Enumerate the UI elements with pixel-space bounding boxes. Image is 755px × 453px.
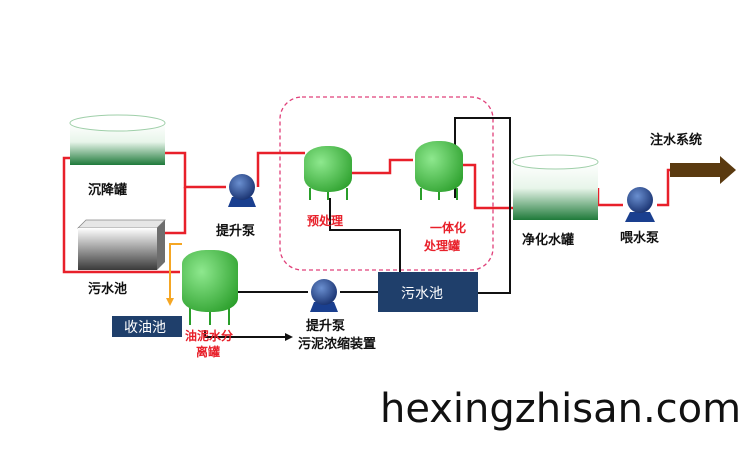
lift-pump-top: [228, 174, 256, 207]
oil-tank-label: 收油池: [124, 320, 166, 336]
injection-arrow: [670, 156, 736, 184]
clean-water-tank: [512, 154, 599, 220]
sludge-device-label: 污泥浓缩装置: [298, 336, 376, 352]
settling-tank-label: 沉降罐: [88, 182, 127, 198]
lift-pump-top-label: 提升泵: [216, 223, 255, 239]
integrated-tank-label-line2: 处理罐: [423, 238, 460, 253]
sewage-pool-left: [77, 219, 166, 270]
feed-pump-label: 喂水泵: [620, 230, 659, 246]
separator-label-line1: 油泥水分: [185, 328, 233, 343]
sewage-pool-right-label: 污水池: [401, 286, 443, 302]
sludge-arrow-head: [285, 333, 293, 341]
settling-tank: [69, 114, 166, 165]
pretreatment-vessel: [304, 146, 352, 200]
separator-label-line2: 离罐: [196, 344, 220, 359]
clean-water-tank-label: 净化水罐: [522, 232, 574, 248]
feed-pump: [625, 187, 655, 222]
integrated-tank-label-line1: 一体化: [430, 220, 466, 235]
water-pipes: [62, 151, 670, 274]
sewage-pool-left-label: 污水池: [88, 281, 127, 297]
injection-system-label: 注水系统: [650, 132, 702, 148]
lift-pump-bottom-label: 提升泵: [306, 318, 345, 334]
oil-arrow-head: [166, 298, 174, 306]
sewage-pool-right-box: [378, 272, 478, 312]
integrated-treatment-vessel: [415, 141, 463, 200]
oil-pipe: [169, 243, 182, 302]
separator-vessel: [182, 250, 238, 325]
oil-tank-box: [112, 316, 182, 337]
treatment-unit-frame: [279, 96, 494, 271]
lift-pump-bottom: [310, 279, 338, 312]
pretreatment-label: 预处理: [307, 213, 343, 228]
watermark-text: hexingzhisan.com: [380, 386, 741, 432]
